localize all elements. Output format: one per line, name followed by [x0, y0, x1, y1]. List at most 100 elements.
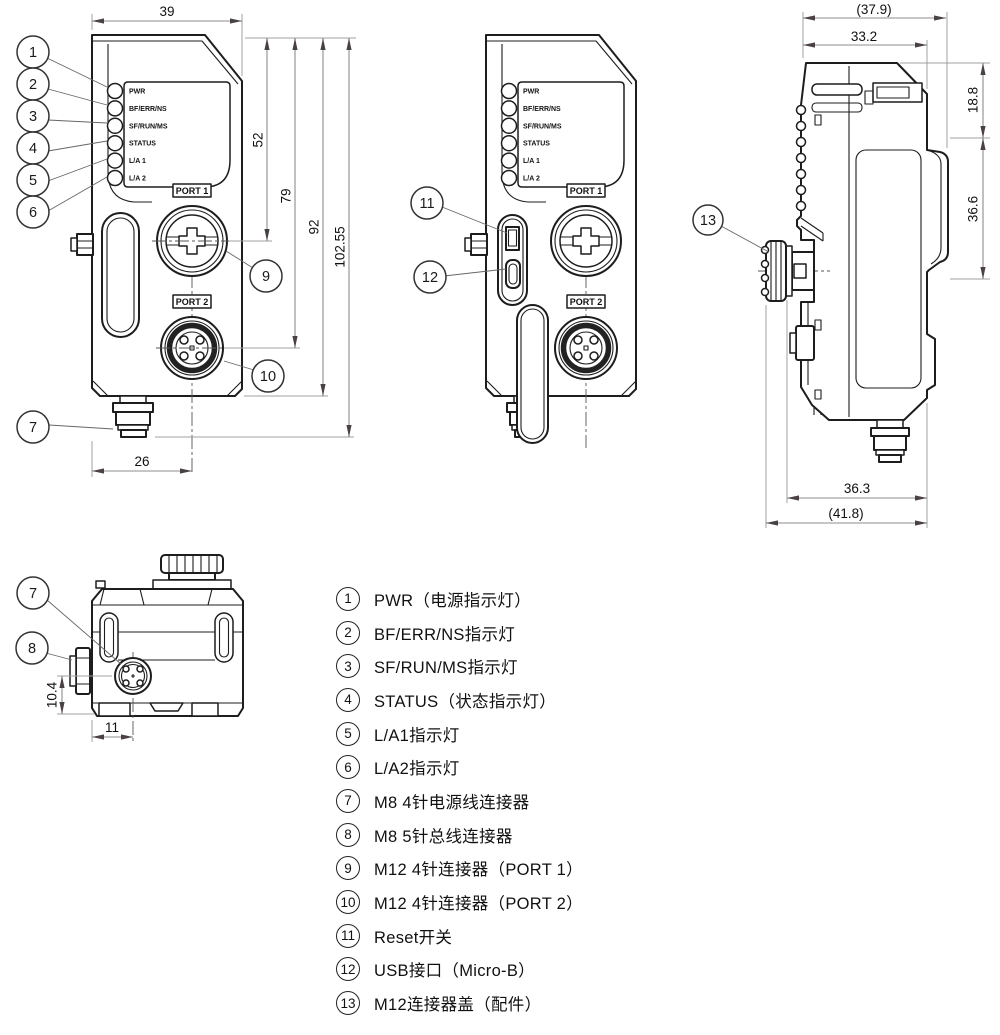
legend-item-label: L/A2指示灯 — [374, 760, 460, 779]
service-cover-closed — [101, 212, 140, 338]
port1-connector: PORT 1 — [152, 183, 232, 277]
bottom-dimensions: 10.4 11 — [45, 675, 133, 742]
dim-total-height: 102.55 — [333, 226, 348, 267]
legend-item-1: 1 PWR（电源指示灯） — [336, 582, 756, 616]
dim-depth-body: 33.2 — [851, 29, 877, 44]
dim-top-section: 18.8 — [966, 87, 981, 113]
service-bay-open — [497, 214, 528, 306]
led-window-scallops — [795, 104, 807, 212]
callout-11: 11 — [410, 186, 508, 234]
svg-text:8: 8 — [28, 641, 36, 657]
legend-number-badge: 8 — [336, 822, 360, 847]
dim-depth-overall: (37.9) — [856, 2, 891, 17]
dim-depth-lower: 36.3 — [844, 481, 870, 496]
dim-to-port1: 52 — [251, 132, 266, 147]
port2-connector: PORT 2 — [156, 294, 228, 380]
svg-text:5: 5 — [29, 173, 37, 189]
legend-number-badge: 2 — [336, 620, 360, 645]
svg-text:4: 4 — [29, 141, 37, 157]
led-label-la2: L/A 2 — [523, 176, 540, 183]
legend: 1 PWR（电源指示灯） 2 BF/ERR/NS指示灯 3 SF/RUN/MS指… — [336, 582, 756, 1020]
led-label-pwr: PWR — [129, 89, 145, 96]
m8-bus-connector-face — [114, 652, 152, 742]
led-label-la2: L/A 2 — [129, 176, 146, 183]
legend-item-3: 3 SF/RUN/MS指示灯 — [336, 649, 756, 683]
led-label-la1: L/A 1 — [129, 158, 146, 165]
legend-number-badge: 5 — [336, 721, 360, 746]
svg-text:10: 10 — [260, 369, 276, 385]
svg-text:7: 7 — [29, 586, 37, 602]
led-label-bferrns: BF/ERR/NS — [129, 106, 167, 113]
callout-7: 7 — [16, 410, 114, 444]
led-indicators: PWR BF/ERR/NS SF/RUN/MS STATUS L/A 1 L/A… — [106, 82, 168, 187]
led-label-la1: L/A 1 — [523, 158, 540, 165]
callout-10: 10 — [223, 359, 285, 393]
legend-item-4: 4 STATUS（状态指示灯） — [336, 683, 756, 717]
legend-item-label: L/A1指示灯 — [374, 726, 460, 745]
legend-item-label: M8 4针电源线连接器 — [374, 793, 530, 812]
m8-bus-connector-side — [70, 233, 94, 256]
legend-item-label: PWR（电源指示灯） — [374, 591, 531, 610]
led-indicators: PWR BF/ERR/NS SF/RUN/MS STATUS L/A 1 L/A… — [500, 82, 562, 187]
legend-item-7: 7 M8 4针电源线连接器 — [336, 784, 756, 818]
legend-item-12: 12 USB接口（Micro-B） — [336, 953, 756, 987]
side-view: (37.9) 33.2 18.8 36.6 36.3 (41.8) 13 — [692, 2, 990, 528]
legend-item-label: USB接口（Micro-B） — [374, 962, 535, 981]
dim-rail-section: 36.6 — [966, 196, 981, 222]
svg-text:7: 7 — [29, 420, 37, 436]
service-cover-open-flap — [516, 304, 549, 444]
side-dimensions: (37.9) 33.2 18.8 36.6 36.3 (41.8) — [765, 2, 990, 528]
svg-text:6: 6 — [29, 205, 37, 221]
callout-7b: 7 — [16, 576, 122, 665]
legend-item-label: SF/RUN/MS指示灯 — [374, 659, 518, 678]
legend-item-8: 8 M8 5针总线连接器 — [336, 818, 756, 852]
legend-item-label: M12 4针连接器（PORT 2） — [374, 895, 583, 914]
legend-item-label: Reset开关 — [374, 928, 453, 947]
legend-number-badge: 9 — [336, 856, 360, 881]
callout-13: 13 — [692, 204, 768, 252]
legend-number-badge: 10 — [336, 890, 360, 915]
m12-connector-cap — [758, 240, 830, 302]
led-label-status: STATUS — [523, 141, 550, 148]
legend-number-badge: 1 — [336, 586, 360, 611]
m8-bus-connector-lower — [789, 325, 815, 361]
m8-bus-connector-side — [464, 233, 488, 256]
reset-switch — [505, 226, 520, 251]
led-panel — [123, 81, 231, 188]
callout-9: 9 — [225, 250, 283, 293]
bottom-view: 10.4 11 7 8 — [15, 554, 244, 742]
m8-bus-connector-stub — [69, 647, 91, 695]
port1-label: PORT 1 — [176, 186, 209, 196]
legend-item-label: M8 5针总线连接器 — [374, 827, 513, 846]
svg-text:13: 13 — [700, 213, 716, 229]
led-panel — [517, 81, 625, 188]
svg-text:9: 9 — [262, 269, 270, 285]
legend-item-9: 9 M12 4针连接器（PORT 1） — [336, 852, 756, 886]
port1-label: PORT 1 — [570, 186, 603, 196]
svg-text:11: 11 — [419, 196, 434, 212]
legend-number-badge: 11 — [336, 923, 360, 948]
legend-number-badge: 12 — [336, 957, 360, 982]
legend-item-label: M12 4针连接器（PORT 1） — [374, 861, 583, 880]
dim-width: 39 — [159, 4, 174, 19]
front-dimensions: 39 52 79 92 102.55 26 — [91, 4, 356, 477]
m8-power-connector — [870, 419, 910, 463]
legend-item-11: 11 Reset开关 — [336, 919, 756, 953]
led-label-bferrns: BF/ERR/NS — [523, 106, 561, 113]
svg-text:2: 2 — [29, 77, 37, 93]
legend-item-label: STATUS（状态指示灯） — [374, 692, 557, 711]
front-detail-view: PWR BF/ERR/NS SF/RUN/MS STATUS L/A 1 L/A… — [410, 34, 637, 448]
legend-item-6: 6 L/A2指示灯 — [336, 750, 756, 784]
port1-connector: PORT 1 — [550, 183, 622, 277]
legend-item-label: BF/ERR/NS指示灯 — [374, 625, 516, 644]
dim-depth-lower-overall: (41.8) — [828, 506, 863, 521]
legend-number-badge: 7 — [336, 788, 360, 813]
housing-outline — [796, 62, 949, 421]
callout-2: 2 — [16, 67, 108, 106]
callout-8: 8 — [15, 631, 73, 665]
usb-micro-b-port — [505, 259, 521, 289]
legend-number-badge: 13 — [336, 991, 360, 1016]
legend-item-10: 10 M12 4针连接器（PORT 2） — [336, 885, 756, 919]
m8-power-connector — [112, 395, 154, 438]
